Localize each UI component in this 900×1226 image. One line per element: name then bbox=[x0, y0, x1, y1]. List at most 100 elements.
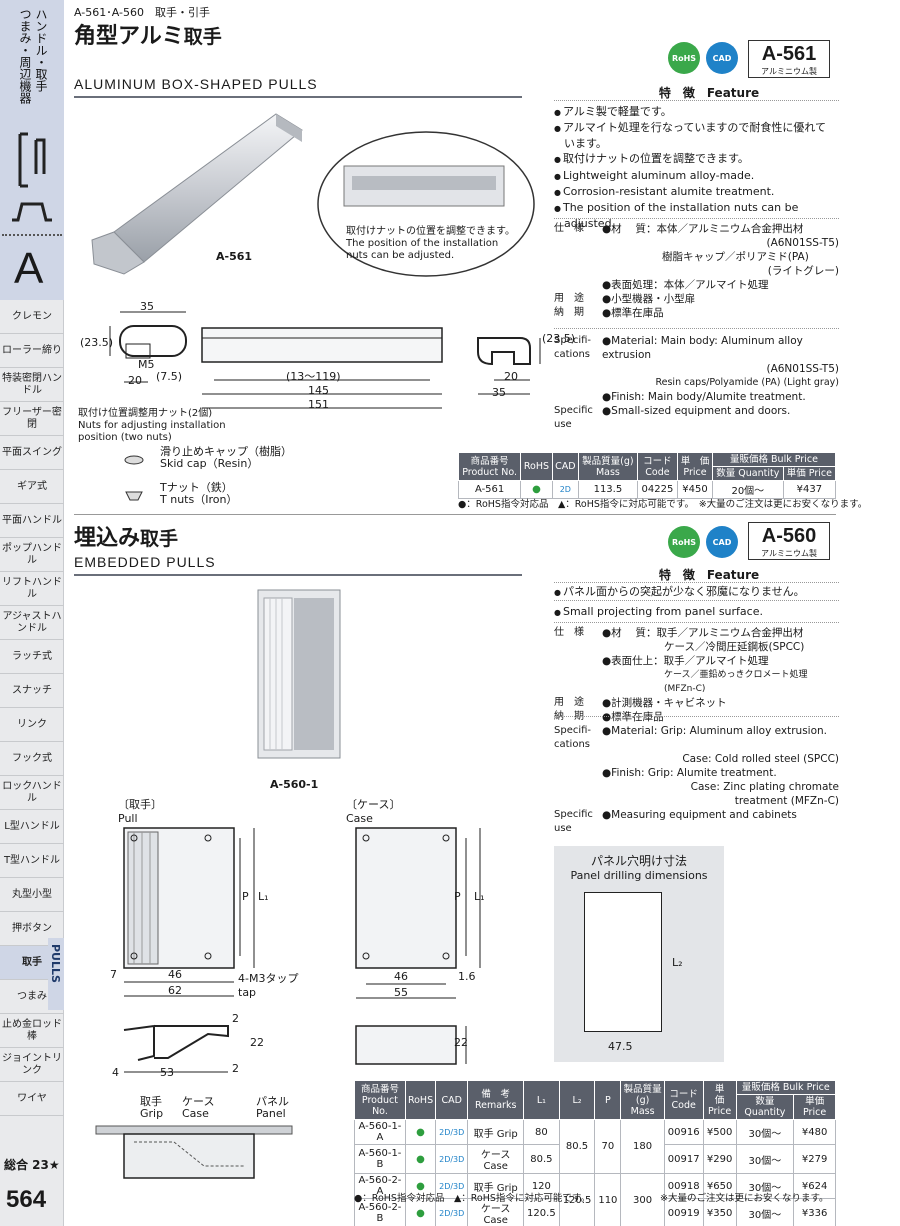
sidebar-item[interactable]: リンク bbox=[0, 708, 64, 742]
sidebar-item[interactable]: 平面スイング bbox=[0, 436, 64, 470]
sidebar-item[interactable]: スナッチ bbox=[0, 674, 64, 708]
a561-photo bbox=[91, 113, 303, 275]
tap-label: 4-M3タップ tap bbox=[238, 970, 298, 999]
s1-title-rule bbox=[74, 96, 522, 98]
s2-title-jp-sub: 取手 bbox=[140, 528, 179, 550]
th-mass-en: Mass bbox=[630, 1105, 655, 1117]
divider bbox=[554, 100, 839, 101]
th-prod: 商品番号 bbox=[360, 1083, 399, 1095]
install-section bbox=[95, 1125, 293, 1179]
th-price-en: Price bbox=[708, 1105, 732, 1117]
category-label-1: ハンドル・取手 bbox=[34, 8, 48, 92]
spec-use-label: 用 途 bbox=[554, 293, 584, 304]
spec-cap-color: (ライトグレー) bbox=[767, 265, 839, 277]
pull-label-jp: 〔取手〕 bbox=[118, 798, 162, 811]
cell-cad[interactable]: 2D bbox=[551, 480, 580, 499]
sidebar-item[interactable]: フック式 bbox=[0, 742, 64, 776]
cell-cad[interactable]: 2D/3D bbox=[435, 1119, 469, 1145]
sidebar-item[interactable]: ジョイントリンク bbox=[0, 1048, 64, 1082]
cell-code: 04225 bbox=[636, 480, 679, 499]
feature-item: 取付けナットの位置を調整できます。 bbox=[554, 151, 834, 167]
s2-spec-en: Specifi-cations●Material: Grip: Aluminum… bbox=[554, 724, 839, 836]
sidebar-item[interactable]: リフトハンドル bbox=[0, 572, 64, 606]
cell-cad[interactable]: 2D/3D bbox=[435, 1198, 469, 1226]
skid-cap-jp: 滑り止めキャップ（樹脂） bbox=[160, 445, 292, 458]
total-page-label: 総合 23★ bbox=[4, 1158, 60, 1172]
spec-en-material-case: Case: Cold rolled steel (SPCC) bbox=[682, 753, 839, 765]
dim-cp: P bbox=[454, 890, 461, 903]
th-unit: 単価 Price bbox=[782, 466, 837, 481]
drilling-title-jp: パネル穴明け寸法 bbox=[590, 854, 687, 868]
th-cad: CAD bbox=[551, 452, 580, 481]
sidebar-item[interactable]: フリーザー密閉 bbox=[0, 402, 64, 436]
spec-finish-case: ケース／亜鉛めっきクロメート処理(MFZn-C) bbox=[664, 670, 808, 694]
sidebar-item[interactable]: ポップハンドル bbox=[0, 538, 64, 572]
dim-145: 145 bbox=[308, 384, 329, 397]
th-code-en: Code bbox=[645, 466, 670, 478]
drilling-hole bbox=[584, 892, 662, 1032]
cad-badge: CAD bbox=[706, 526, 738, 558]
sidebar-item[interactable]: ワイヤ bbox=[0, 1082, 64, 1116]
drilling-47-5: 47.5 bbox=[608, 1040, 633, 1053]
case-en: Case bbox=[182, 1107, 209, 1120]
case-label-en: Case bbox=[346, 812, 373, 825]
th-p: P bbox=[594, 1080, 622, 1120]
cell-unit: ¥437 bbox=[782, 480, 837, 499]
grip-jp: 取手 bbox=[140, 1095, 162, 1108]
dim-l1: L₁ bbox=[258, 890, 269, 903]
sidebar-item[interactable]: 押ボタン bbox=[0, 912, 64, 946]
cell-price: ¥290 bbox=[702, 1144, 737, 1174]
cell-cad[interactable]: 2D/3D bbox=[435, 1144, 469, 1174]
sidebar-item[interactable]: アジャストハンドル bbox=[0, 606, 64, 640]
panel-en: Panel bbox=[256, 1107, 286, 1120]
cell-cad[interactable]: 2D/3D bbox=[435, 1173, 469, 1199]
dim-20: 20 bbox=[128, 374, 142, 387]
s2-feature-head: 特 徴 Feature bbox=[658, 568, 760, 582]
spec-use-label: 用 途 bbox=[554, 697, 584, 708]
s2-footnote-b: ※大量のご注文は更にお安くなります。 bbox=[660, 1193, 829, 1204]
spec-label: 仕 様 bbox=[554, 223, 584, 234]
spec-finish: ●表面仕上：取手／アルマイト処理 bbox=[602, 655, 769, 667]
th-prod: 商品番号 bbox=[470, 455, 509, 467]
s1-code: A-561 bbox=[761, 43, 817, 65]
sidebar-item[interactable]: 平面ハンドル bbox=[0, 504, 64, 538]
sidebar-item[interactable]: 止め金ロッド棒 bbox=[0, 1014, 64, 1048]
cell-prod: A-560-1-A bbox=[354, 1119, 406, 1145]
nut-caption-jp: 取付け位置調整用ナット(2個) bbox=[78, 408, 213, 419]
sidebar-item[interactable]: ローラー締り bbox=[0, 334, 64, 368]
s2-features-jp: パネル面からの突起が少なく邪魔になりません。 bbox=[554, 584, 834, 600]
spec-en-material-grade: (A6N01SS-T5) bbox=[766, 363, 839, 375]
sidebar-item[interactable]: T型ハンドル bbox=[0, 844, 64, 878]
sidebar-item[interactable]: つまみ bbox=[0, 980, 64, 1014]
sidebar-item[interactable]: クレモン bbox=[0, 300, 64, 334]
s2-code: A-560 bbox=[761, 525, 817, 547]
breadcrumb: A-561･A-560 取手・引手 bbox=[74, 6, 210, 19]
feature-item: アルマイト処理を行なっていますので耐食性に優れています。 bbox=[554, 120, 834, 151]
s2-title-jp-main: 埋込み bbox=[74, 526, 141, 551]
sidebar-item[interactable]: ラッチ式 bbox=[0, 640, 64, 674]
dim-p53: 53 bbox=[160, 1066, 174, 1079]
part-icons bbox=[124, 455, 144, 501]
rohs-badge: RoHS bbox=[668, 526, 700, 558]
th-code-en: Code bbox=[671, 1100, 696, 1111]
th-l2: L₂ bbox=[558, 1080, 596, 1120]
sidebar-item[interactable]: ギア式 bbox=[0, 470, 64, 504]
inset-caption-jp: 取付けナットの位置を調整できます。 bbox=[346, 226, 515, 237]
spec-en-material: ●Material: Grip: Aluminum alloy extrusio… bbox=[602, 725, 828, 737]
sidebar-item[interactable]: 特装密閉ハンドル bbox=[0, 368, 64, 402]
pull-label-en: Pull bbox=[118, 812, 138, 825]
nut-caption-en-2: position (two nuts) bbox=[78, 432, 172, 443]
spec-en-finish-case: Case: Zinc plating chromate bbox=[690, 781, 839, 793]
inset-caption: 取付けナットの位置を調整できます。 The position of the in… bbox=[346, 226, 515, 262]
cell-code: 00917 bbox=[663, 1144, 704, 1174]
cell-code: 00919 bbox=[663, 1198, 704, 1226]
divider bbox=[554, 600, 839, 601]
spec-delivery-label: 納 期 bbox=[554, 307, 584, 318]
sidebar-item[interactable]: ロックハンドル bbox=[0, 776, 64, 810]
cell-mass: 300 bbox=[620, 1173, 665, 1226]
sidebar-item[interactable]: L型ハンドル bbox=[0, 810, 64, 844]
sidebar-item[interactable]: 丸型小型 bbox=[0, 878, 64, 912]
table-row: A-560-1-A ● 2D/3D 取手 Grip 80 80.5 70 180… bbox=[354, 1119, 836, 1174]
cell-remarks: 取手 Grip bbox=[467, 1119, 525, 1145]
